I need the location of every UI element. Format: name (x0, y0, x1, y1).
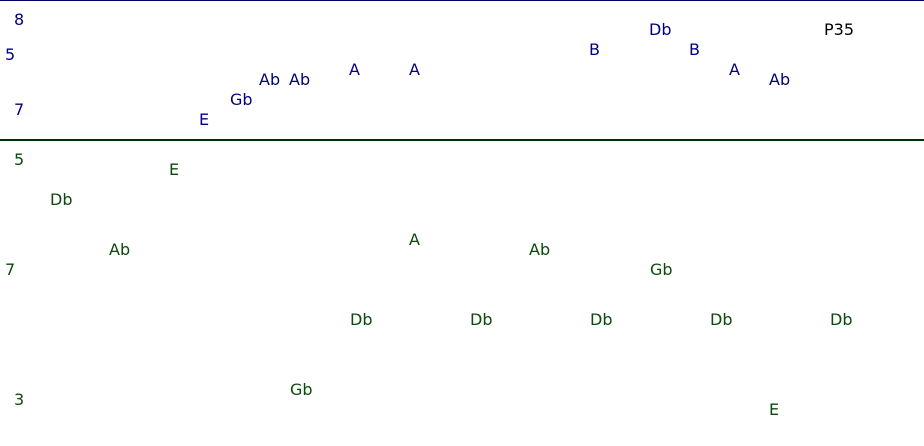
upper-note: A (729, 60, 740, 79)
upper-note: Ab (769, 70, 791, 89)
lower-note: Ab (529, 240, 551, 259)
upper-note: A (409, 60, 420, 79)
upper-note: E (199, 110, 210, 129)
upper-note: B (689, 40, 700, 59)
upper-note: B (589, 40, 600, 59)
upper-note: Gb (230, 90, 253, 109)
lower-note: Db (590, 310, 613, 329)
lower-note: Db (710, 310, 733, 329)
lower-note: Db (350, 310, 373, 329)
upper-note: Db (649, 20, 672, 39)
upper-side-number: 8 (14, 10, 25, 29)
lower-note: Ab (109, 240, 131, 259)
upper-side-number: 7 (14, 100, 25, 119)
lower-note: Db (50, 190, 73, 209)
top-rule (0, 0, 924, 1)
lower-note: Db (470, 310, 493, 329)
section-marker: P35 (824, 20, 855, 39)
lower-side-number: 7 (5, 260, 16, 279)
upper-note: Ab (259, 70, 281, 89)
lower-side-number: 5 (14, 150, 25, 169)
lower-note: Db (830, 310, 853, 329)
lower-note: Gb (290, 380, 313, 399)
upper-note: A (349, 60, 360, 79)
lower-note: A (409, 230, 420, 249)
lower-side-number: 3 (14, 390, 25, 409)
lower-note: E (169, 160, 180, 179)
upper-note: Ab (289, 70, 311, 89)
section-divider (0, 139, 924, 141)
upper-side-number: 5 (5, 45, 16, 64)
lower-note: Gb (650, 260, 673, 279)
lower-note: E (769, 400, 780, 419)
